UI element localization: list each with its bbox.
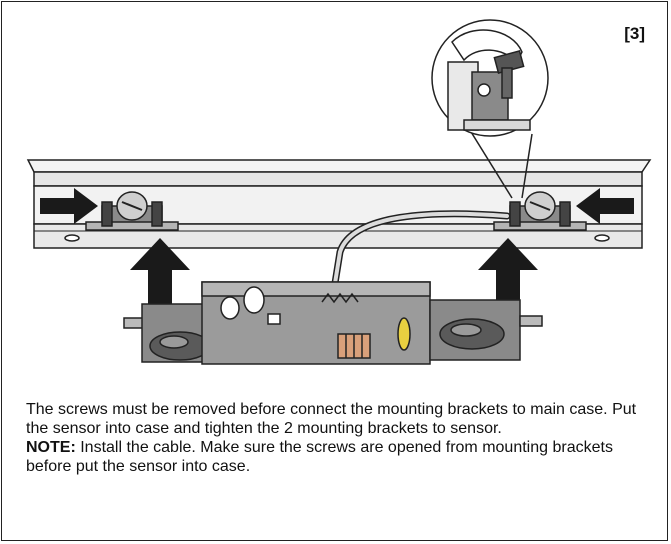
instruction-caption: The screws must be removed before connec… — [26, 400, 656, 476]
detail-magnifier — [431, 19, 549, 199]
left-push-arrow-icon — [40, 188, 98, 224]
step-number: [3] — [624, 24, 645, 43]
right-push-arrow-icon — [576, 188, 634, 224]
note-text: Install the cable. Make sure the screws … — [26, 439, 613, 475]
right-mounting-bracket — [493, 191, 587, 231]
assembly-illustration — [26, 19, 652, 365]
right-up-arrow-icon — [478, 238, 538, 314]
sensor-unit — [123, 281, 543, 365]
note-label: NOTE: — [26, 439, 76, 456]
left-mounting-bracket — [85, 191, 179, 231]
instruction-text: The screws must be removed before connec… — [26, 401, 637, 437]
left-up-arrow-icon — [130, 238, 190, 314]
note-paragraph: NOTE: Install the cable. Make sure the s… — [26, 438, 656, 476]
